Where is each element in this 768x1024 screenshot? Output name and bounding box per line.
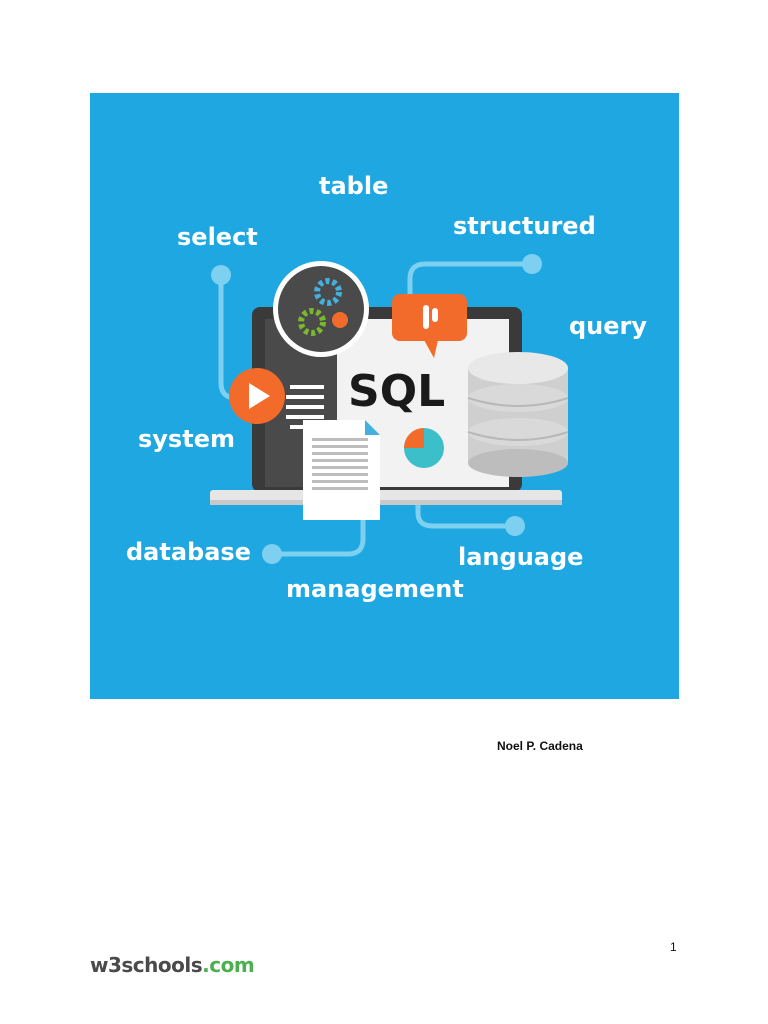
keyword-table: table (319, 172, 389, 200)
page-number: 1 (670, 940, 677, 954)
keyword-database: database (126, 538, 251, 566)
connector-dots (211, 254, 542, 564)
keyword-query: query (569, 312, 648, 340)
keyword-management: management (286, 575, 464, 603)
keyword-select: select (177, 223, 258, 251)
chat-bubble-icon (392, 294, 467, 358)
author-name: Noel P. Cadena (497, 739, 583, 753)
keyword-structured: structured (453, 212, 596, 240)
w3schools-logo: w3schools.com (90, 953, 255, 977)
keyword-system: system (138, 425, 235, 453)
logo-w3schools-text: w3schools (90, 953, 203, 977)
sql-screen-text: SQL (348, 366, 446, 417)
document-icon (303, 420, 380, 520)
cover-illustration: table select structured query system dat… (90, 93, 679, 699)
play-icon (229, 368, 285, 424)
keyword-language: language (458, 543, 584, 571)
gears-icon (273, 261, 369, 357)
logo-com-text: .com (202, 953, 255, 977)
pie-chart-icon (404, 428, 444, 468)
cover-artwork (210, 254, 569, 564)
database-icon (467, 352, 569, 477)
